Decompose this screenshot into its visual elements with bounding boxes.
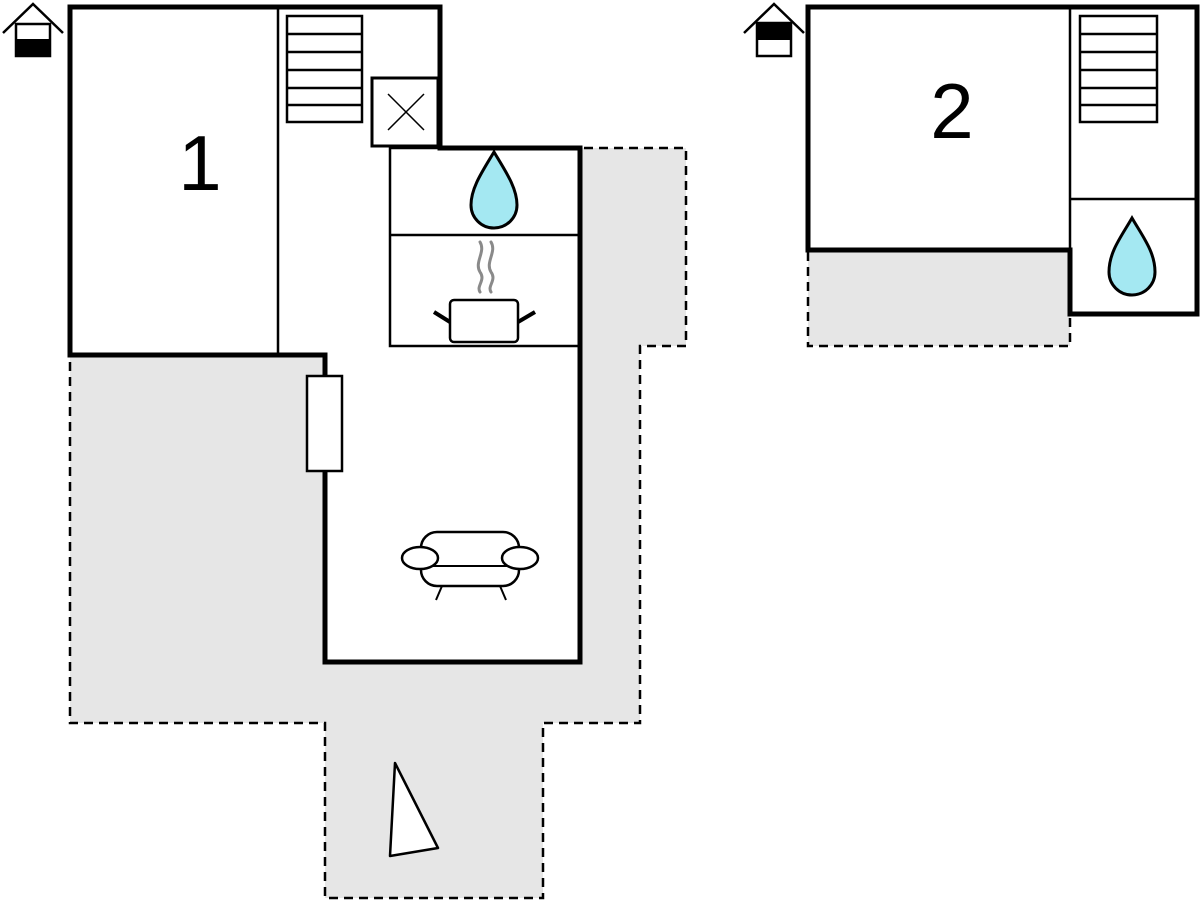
compass-north-icon bbox=[388, 761, 440, 858]
door-icon bbox=[305, 374, 344, 473]
floor-1-interior bbox=[70, 7, 580, 662]
floor-2-label: 2 bbox=[930, 67, 973, 155]
stairs-icon bbox=[1078, 14, 1159, 124]
floor-1-label: 1 bbox=[178, 119, 221, 207]
balcony-area bbox=[806, 248, 1072, 348]
floor-1: 1 bbox=[2, 2, 688, 900]
water-drop-icon bbox=[469, 149, 519, 230]
floor-2-walls bbox=[805, 4, 1200, 317]
chimney-icon bbox=[370, 76, 440, 148]
floor-1-walls bbox=[67, 4, 583, 665]
cooking-pot-icon bbox=[432, 240, 537, 344]
water-drop-icon bbox=[1107, 215, 1157, 297]
floor-2: 2 bbox=[743, 2, 1200, 348]
floor-level-icon bbox=[2, 2, 64, 58]
floor-level-icon bbox=[743, 2, 805, 58]
stairs-icon bbox=[285, 14, 364, 124]
sofa-icon bbox=[400, 530, 540, 601]
